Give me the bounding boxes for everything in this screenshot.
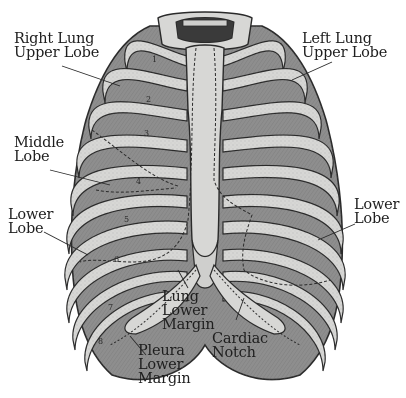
label-line: Lobe [14,150,64,164]
label-line: Middle [14,136,64,150]
label-line: Pleura [138,344,190,358]
label-line: Lower [8,208,53,222]
sternum [186,45,224,270]
label-line: Lung [162,290,214,304]
rib-number-1: 1 [152,55,157,64]
label-line: Margin [138,372,190,386]
label-line: Lobe [8,222,53,236]
rib-number-7: 7 [108,303,113,312]
rib-number-3: 3 [144,129,149,138]
label-line: Right Lung [14,32,99,46]
label-pleura-lower-margin: Pleura Lower Margin [138,344,190,386]
label-line: Lower [354,198,399,212]
label-cardiac-notch: Cardiac Notch [212,332,268,360]
label-right-lung-upper-lobe: Right Lung Upper Lobe [14,32,99,60]
label-left-lower-lobe: Lower Lobe [354,198,399,226]
label-left-lung-upper-lobe: Left Lung Upper Lobe [302,32,387,60]
rib-number-8: 8 [98,337,103,346]
label-line: Lobe [354,212,399,226]
rib-number-2: 2 [146,95,151,104]
rib-number-4: 4 [136,177,141,186]
label-line: Lower [162,304,214,318]
label-line: Margin [162,318,214,332]
label-line: Lower [138,358,190,372]
label-line: Upper Lobe [14,46,99,60]
rib-number-5: 5 [124,215,129,224]
label-line: Notch [212,346,268,360]
label-line: Left Lung [302,32,387,46]
label-right-lower-lobe: Lower Lobe [8,208,53,236]
label-line: Cardiac [212,332,268,346]
label-middle-lobe: Middle Lobe [14,136,64,164]
label-line: Upper Lobe [302,46,387,60]
rib-number-6: 6 [114,255,119,264]
label-lung-lower-margin: Lung Lower Margin [162,290,214,332]
